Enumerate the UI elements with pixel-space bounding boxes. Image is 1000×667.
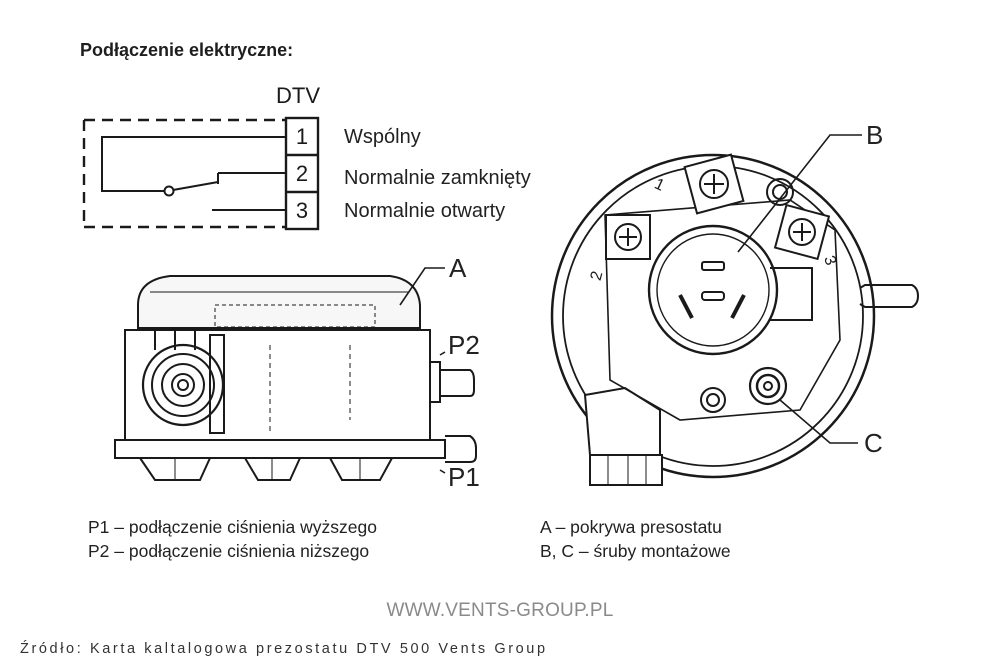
terminal-screw-2 (605, 214, 651, 260)
terminal-number-1: 1 (295, 124, 309, 149)
model-label: DTV (276, 83, 320, 108)
website-label: WWW.VENTS-GROUP.PL (386, 600, 614, 621)
terminal-screw-1 (683, 153, 745, 215)
switch-contact-arm (172, 181, 219, 191)
top-view-drawing: 1 2 3 (550, 134, 920, 486)
dashed-enclosure (82, 118, 286, 229)
switch-wiring (101, 136, 286, 211)
port-p2 (430, 361, 475, 403)
side-view-drawing (114, 267, 477, 481)
housing-outer-ring (550, 153, 876, 479)
callout-p1: P1 (448, 462, 480, 492)
switch-pivot (163, 185, 175, 197)
leader-a (399, 267, 445, 306)
wiring-diagram (82, 116, 320, 231)
terminal-number-2: 2 (295, 161, 309, 186)
callout-a: A (449, 253, 467, 283)
legend-p2: P2 – podłączenie ciśnienia niższego (88, 541, 370, 561)
terminal-screw-3 (773, 203, 831, 261)
callout-p2: P2 (448, 330, 480, 360)
port-p1 (445, 435, 477, 463)
source-caption: Źródło: Karta kaltalogowa prezostatu DTV… (20, 641, 548, 657)
terminal-label-normally-open: Normalnie otwarty (344, 200, 506, 222)
terminal-label-normally-closed: Normalnie zamknięty (344, 167, 531, 189)
mounting-screw-b (766, 178, 794, 206)
leader-c (779, 399, 858, 444)
svg-text:2: 2 (588, 269, 607, 282)
leader-b (737, 134, 862, 253)
legend-a: A – pokrywa presostatu (540, 517, 722, 537)
socket-ring (647, 224, 779, 356)
base-plate (114, 439, 446, 459)
page-title: Podłączenie elektryczne: (80, 40, 294, 60)
callout-b: B (866, 120, 884, 150)
terminal-label-common: Wspólny (344, 126, 421, 148)
legend-bc: B, C – śruby montażowe (540, 541, 731, 561)
terminal-number-3: 3 (295, 198, 309, 223)
mounting-screw-c (748, 366, 788, 406)
cover-top (137, 275, 421, 329)
callout-c: C (864, 428, 883, 458)
legend-p1: P1 – podłączenie ciśnienia wyższego (88, 517, 377, 537)
